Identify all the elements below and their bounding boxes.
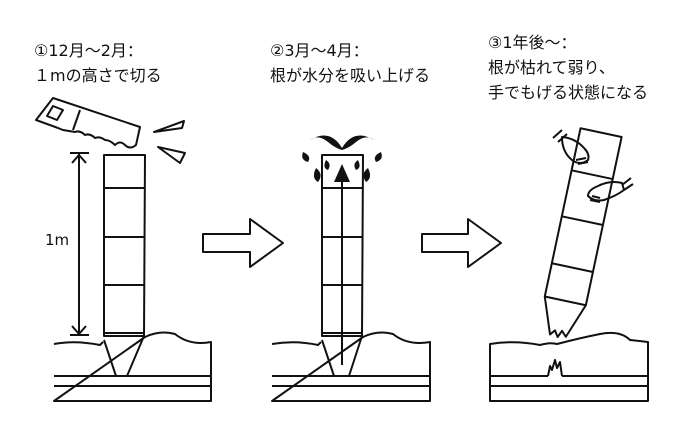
height-measure-arrow [70, 152, 89, 336]
step1-caption: ①12月～2月： １mの高さで切る [34, 38, 162, 88]
step2-desc: 根が水分を吸い上げる [270, 66, 431, 85]
step3-desc-line2: 手でもげる状態になる [488, 83, 649, 102]
arrow-right-1 [202, 218, 284, 268]
water-splash-icon [302, 135, 382, 182]
ground-panel-2 [271, 331, 431, 402]
hand-icon-lower [587, 177, 634, 203]
water-up-arrow [334, 164, 350, 365]
ground-panel-1 [53, 331, 212, 402]
wood-chip-icons [153, 120, 186, 164]
step3-title: ③1年後～： [488, 33, 577, 52]
height-label: 1m [45, 231, 69, 249]
step1-desc: １mの高さで切る [34, 66, 162, 85]
loose-bamboo-stump [543, 127, 623, 339]
arrow-right-2 [421, 218, 502, 268]
step1-title: ①12月～2月： [34, 41, 143, 60]
step3-desc-line1: 根が枯れて弱り、 [488, 58, 615, 77]
ground-panel-3 [489, 331, 649, 402]
hand-icon-upper [552, 129, 590, 165]
saw-icon [35, 97, 141, 149]
step2-title: ②3月～4月： [270, 41, 369, 60]
bamboo-stump-1 [103, 154, 146, 337]
step2-caption: ②3月～4月： 根が水分を吸い上げる [270, 38, 430, 88]
step3-caption: ③1年後～： 根が枯れて弱り、 手でもげる状態になる [488, 30, 648, 105]
